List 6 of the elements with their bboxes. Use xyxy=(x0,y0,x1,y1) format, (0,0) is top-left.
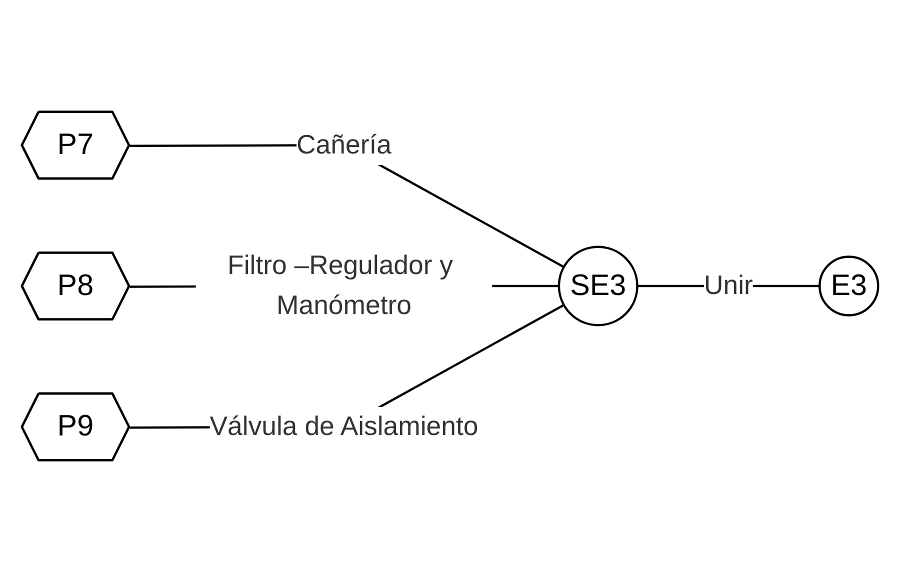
edge-label: Unir xyxy=(703,270,752,300)
edge-label: Válvula de Aislamiento xyxy=(209,411,478,441)
edge-label: Filtro –Regulador y Manómetro xyxy=(227,250,453,320)
node-circle: SE3 xyxy=(557,246,638,326)
edge-label: Cañería xyxy=(296,130,391,160)
node-circle: E3 xyxy=(818,256,879,316)
